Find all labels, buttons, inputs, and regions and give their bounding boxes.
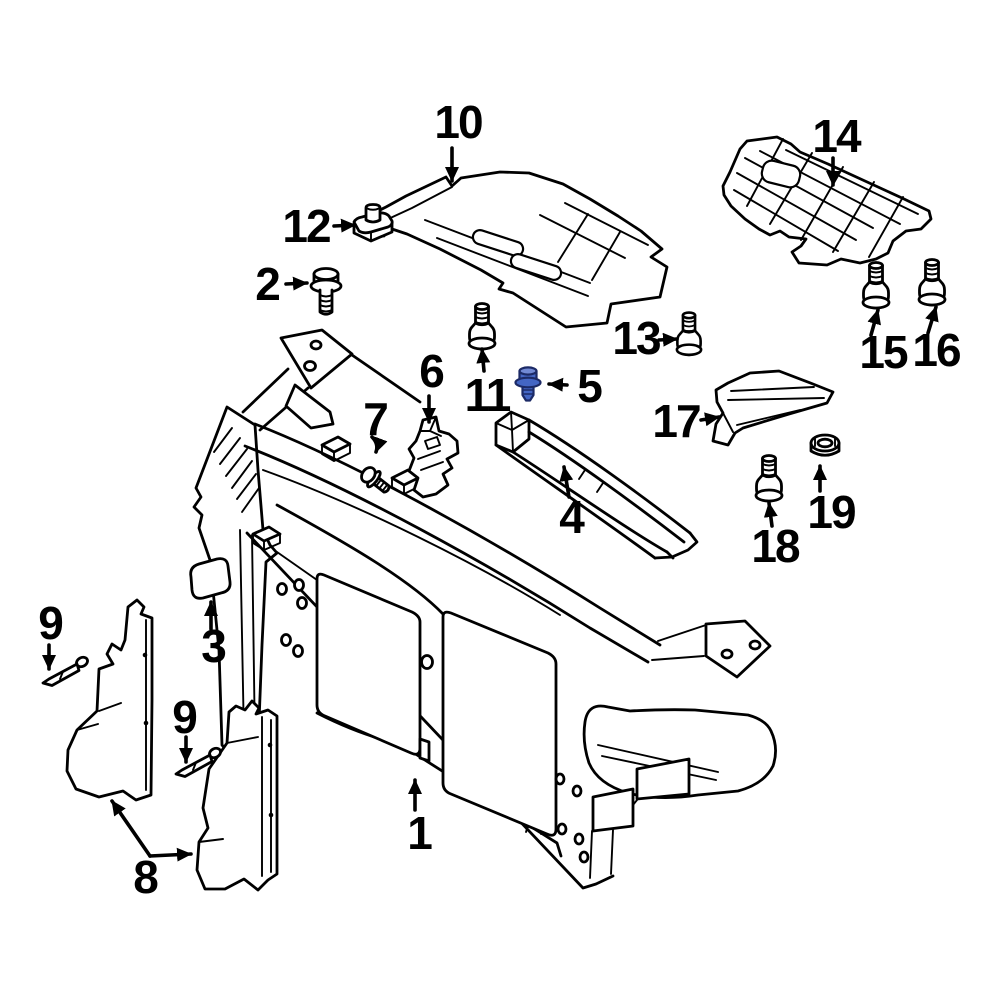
callout-2[interactable]: 2 [255,258,281,310]
callout-8[interactable]: 8 [133,851,159,903]
callout-16[interactable]: 16 [912,324,961,376]
callout-12[interactable]: 12 [282,200,331,252]
arrow-12 [332,218,357,233]
part-4-crossmember-drawing [494,410,699,560]
callout-10[interactable]: 10 [434,96,483,148]
part-16-bolt-drawing [917,258,947,307]
part-11-bolt-drawing [467,302,497,351]
part-5-highlighted-clip-drawing[interactable] [514,366,542,402]
part-14-insulator-drawing [721,135,933,267]
part-12-nut-drawing [352,203,394,243]
callout-18[interactable]: 18 [751,520,800,572]
part-8-splash-shield-right-drawing [195,699,279,892]
arrow-18 [763,501,778,528]
part-15-bolt-drawing [861,261,891,310]
part-3-clip-drawing [189,557,232,600]
callout-9-lower[interactable]: 9 [172,691,198,743]
part-6-bracket-drawing [407,415,460,499]
arrow-17 [699,412,721,427]
arrow-13 [657,332,679,347]
arrow-11 [476,347,491,373]
part-1-radiator-support-drawing [192,328,777,890]
callout-6[interactable]: 6 [419,345,445,397]
callout-9-upper[interactable]: 9 [38,597,64,649]
callout-11[interactable]: 11 [464,369,512,421]
part-2-bolt-drawing [309,267,343,316]
arrow-8-left [110,799,152,858]
callout-13[interactable]: 13 [612,312,661,364]
arrow-5 [547,377,569,392]
arrow-4 [559,465,574,499]
arrow-8-right [148,847,193,862]
callout-7[interactable]: 7 [363,393,389,445]
part-8-splash-shield-left-drawing [65,598,154,802]
callout-17[interactable]: 17 [652,395,701,447]
callout-14[interactable]: 14 [812,110,861,162]
part-19-nut-drawing [809,433,841,457]
arrow-2 [284,276,309,291]
part-7-bolt-drawing [360,466,391,494]
callout-4[interactable]: 4 [559,491,585,543]
callout-5[interactable]: 5 [577,360,603,412]
callout-15[interactable]: 15 [859,326,908,378]
callout-arrows [42,146,939,862]
callout-3[interactable]: 3 [201,620,227,672]
arrow-16 [925,305,939,335]
arrow-15 [867,308,881,337]
part-10-under-cover-drawing [359,170,669,329]
callout-1[interactable]: 1 [407,807,433,859]
part-17-deflector-drawing [711,369,835,447]
part-18-bolt-drawing [754,454,784,503]
arrow-7 [370,435,388,454]
part-13-bolt-drawing [675,311,703,357]
callout-19[interactable]: 19 [807,486,856,538]
